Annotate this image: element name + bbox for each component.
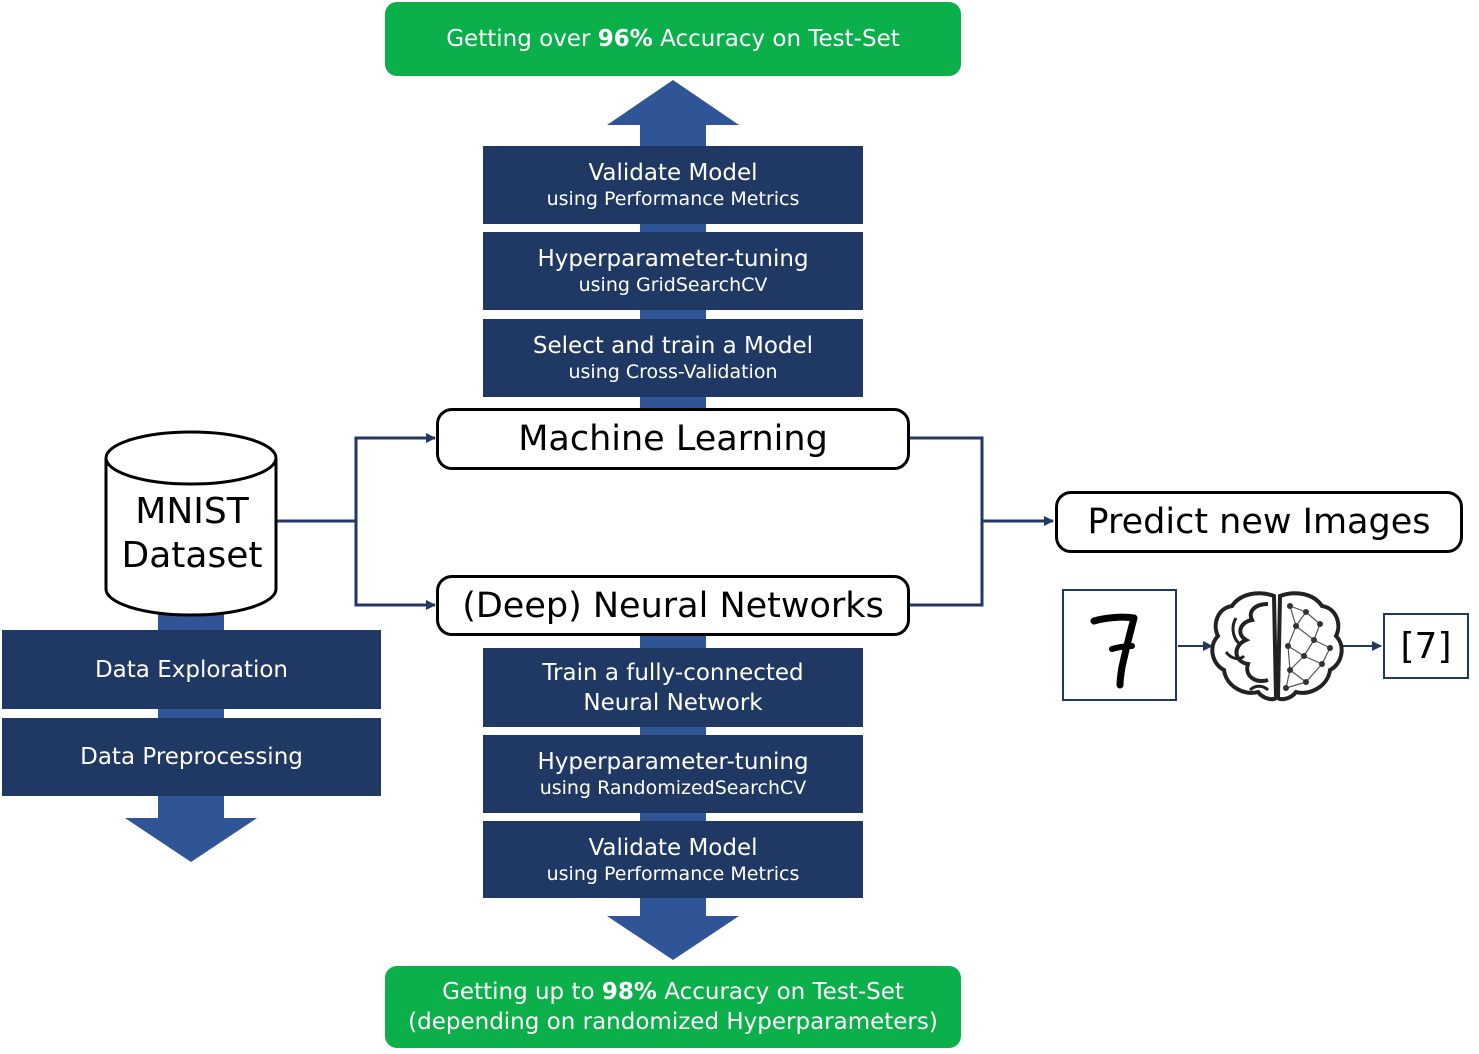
nn-step-train: Train a fully-connected Neural Network <box>483 648 863 727</box>
down-arrow-left <box>125 612 257 862</box>
dataset-branch-connector <box>277 433 436 610</box>
bottom-accuracy-value: 98% <box>601 979 657 1005</box>
top-accuracy-value: 96% <box>597 26 653 52</box>
prediction-output: [7] <box>1383 613 1469 679</box>
neural-networks-node: (Deep) Neural Networks <box>436 575 910 636</box>
predict-node: Predict new Images <box>1055 491 1463 553</box>
ml-step-tuning: Hyperparameter-tuning using GridSearchCV <box>483 232 863 310</box>
bottom-accuracy-line2: (depending on randomized Hyperparameters… <box>408 1009 938 1035</box>
merge-connector <box>910 436 1054 607</box>
data-exploration-step: Data Exploration <box>2 630 381 709</box>
ml-step-train: Select and train a Model using Cross-Val… <box>483 319 863 397</box>
bottom-accuracy-box: Getting up to 98% Accuracy on Test-Set (… <box>385 966 961 1048</box>
dataset-label: MNIST Dataset <box>121 491 263 576</box>
handwritten-digit-icon <box>1090 613 1138 689</box>
top-accuracy-box: Getting over 96% Accuracy on Test-Set <box>385 2 961 76</box>
input-digit-image <box>1062 589 1177 701</box>
bottom-accuracy-line1: Getting up to 98% Accuracy on Test-Set <box>442 979 904 1005</box>
data-preprocessing-step: Data Preprocessing <box>2 718 381 796</box>
nn-step-validate: Validate Model using Performance Metrics <box>483 821 863 898</box>
nn-step-tuning: Hyperparameter-tuning using RandomizedSe… <box>483 735 863 813</box>
database-icon <box>104 430 278 617</box>
machine-learning-node: Machine Learning <box>436 408 910 470</box>
up-arrow-top <box>607 80 739 409</box>
ml-step-validate: Validate Model using Performance Metrics <box>483 146 863 224</box>
brain-network-icon <box>1210 591 1344 702</box>
down-arrow-bottom <box>607 634 739 960</box>
top-accuracy-text: Getting over 96% Accuracy on Test-Set <box>446 26 900 52</box>
